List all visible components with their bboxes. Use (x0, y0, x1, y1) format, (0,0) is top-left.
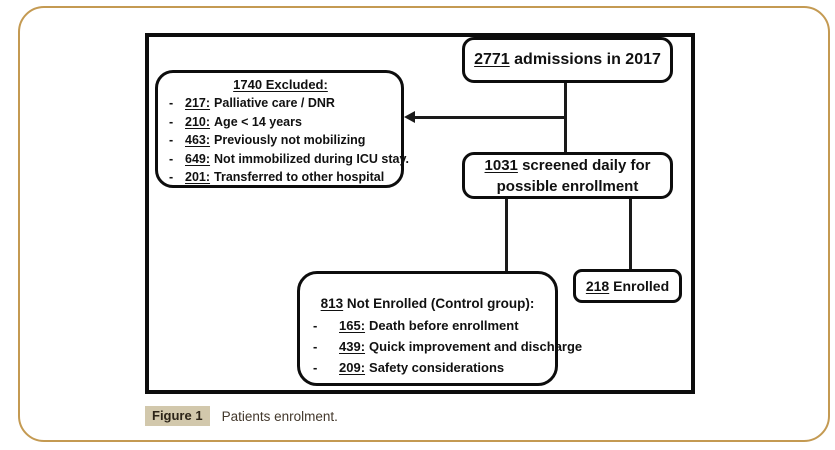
excluded-item: - 201: Transferred to other hospital (166, 168, 395, 187)
connector-screened-to-enrolled (629, 199, 632, 269)
connector-admissions-to-screened (564, 83, 567, 152)
enrolled-text: 218 Enrolled (586, 278, 669, 294)
item-number: 165: (339, 318, 366, 333)
figure-caption-text: Patients enrolment. (221, 408, 338, 424)
bullet-dash: - (169, 151, 174, 166)
admissions-box: 2771 admissions in 2017 (462, 37, 673, 83)
excluded-box: 1740 Excluded: - 217: Palliative care / … (155, 70, 409, 188)
excluded-item: - 463: Previously not mobilizing (166, 131, 395, 150)
not-enrolled-item: - 439: Quick improvement and discharge (306, 336, 582, 357)
item-label: Transferred to other hospital (214, 170, 385, 184)
screened-number: 1031 (484, 156, 518, 174)
item-number: 649: (185, 151, 211, 166)
bullet-dash: - (169, 96, 174, 110)
connector-to-excluded-line (413, 116, 565, 119)
not-enrolled-box: 813 Not Enrolled (Control group): - 165:… (297, 271, 582, 386)
bullet-dash: - (169, 114, 174, 129)
admissions-number: 2771 (474, 51, 510, 68)
item-number: 217: (185, 96, 211, 110)
bullet-dash: - (313, 339, 318, 354)
enrolled-rest: Enrolled (609, 278, 670, 294)
excluded-item: - 649: Not immobilized during ICU stay. (166, 150, 409, 169)
item-number: 463: (185, 133, 211, 147)
item-number: 209: (339, 360, 366, 375)
screened-rest: screened daily for possible enrollment (496, 156, 651, 195)
enrolled-box: 218 Enrolled (573, 269, 682, 303)
excluded-item: - 210: Age < 14 years (166, 113, 395, 132)
bullet-dash: - (313, 360, 318, 375)
item-label: Palliative care / DNR (214, 96, 335, 110)
left-arrowhead-icon (404, 111, 415, 123)
not-enrolled-item: - 165: Death before enrollment (306, 315, 549, 336)
item-label: Previously not mobilizing (214, 133, 366, 147)
bullet-dash: - (313, 318, 318, 333)
not-enrolled-number: 813 (320, 296, 344, 311)
not-enrolled-rest: Not Enrolled (Control group): (343, 296, 535, 311)
item-label: Age < 14 years (214, 114, 302, 129)
item-label: Quick improvement and discharge (369, 339, 583, 354)
enrolled-number: 218 (585, 278, 610, 294)
admissions-rest: admissions in 2017 (509, 51, 661, 68)
item-number: 439: (339, 339, 366, 354)
bullet-dash: - (169, 133, 174, 147)
not-enrolled-title: 813 Not Enrolled (Control group): (306, 296, 549, 311)
item-number: 210: (185, 114, 211, 129)
bullet-dash: - (169, 170, 174, 184)
not-enrolled-item: - 209: Safety considerations (306, 357, 549, 378)
item-label: Death before enrollment (369, 318, 519, 333)
screened-box: 1031 screened daily for possible enrollm… (462, 152, 673, 199)
figure-caption-label: Figure 1 (145, 406, 210, 426)
excluded-title: 1740 Excluded: (233, 77, 328, 92)
screened-text: 1031 screened daily for possible enrollm… (483, 155, 652, 197)
admissions-text: 2771 admissions in 2017 (474, 51, 661, 69)
excluded-item: - 217: Palliative care / DNR (166, 94, 395, 113)
item-number: 201: (185, 170, 211, 184)
figure-caption: Figure 1 Patients enrolment. (145, 406, 338, 426)
item-label: Safety considerations (369, 360, 505, 375)
item-label: Not immobilized during ICU stay. (214, 151, 409, 166)
connector-screened-to-notenrolled (505, 199, 508, 271)
